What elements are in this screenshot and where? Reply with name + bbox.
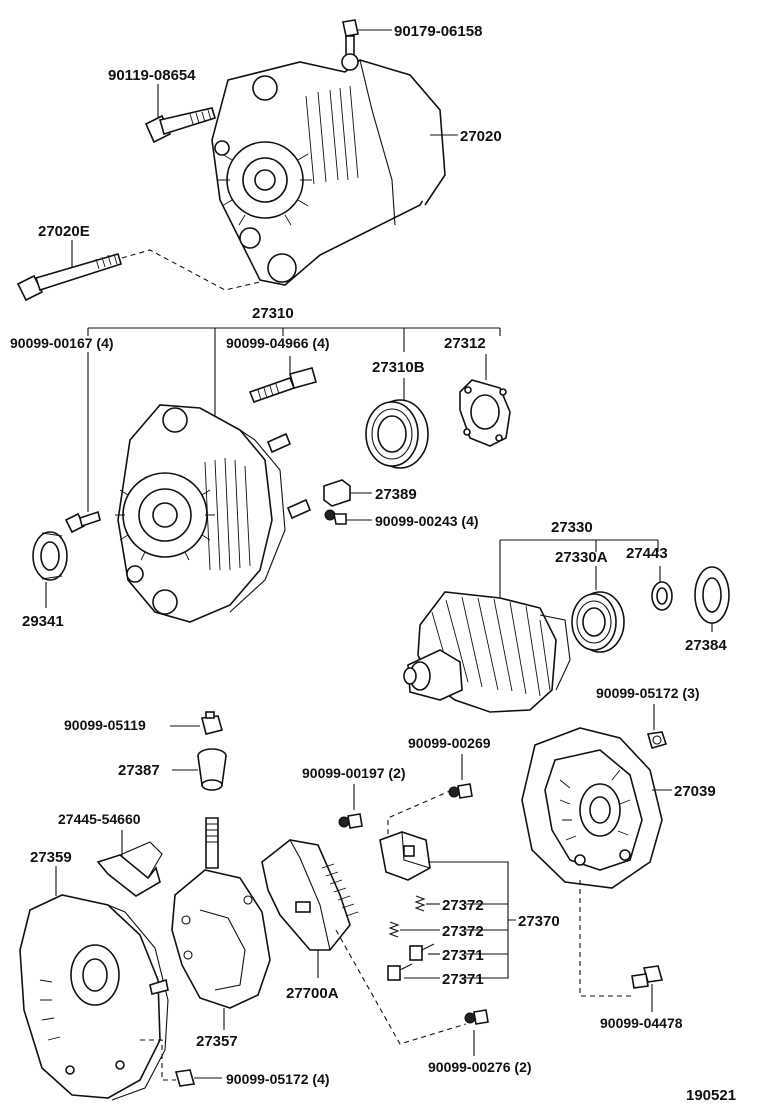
label-27372-a: 27372: [442, 897, 484, 914]
bracket-27445-54660[interactable]: [96, 841, 163, 897]
label-27330A: 27330A: [555, 549, 608, 566]
label-27389: 27389: [375, 486, 417, 503]
rear-cover-27359[interactable]: [19, 894, 169, 1101]
label-27020: 27020: [460, 128, 502, 145]
screw-90099-00167[interactable]: [64, 510, 101, 534]
label-27372-b: 27372: [442, 923, 484, 940]
bolt-90099-04478[interactable]: [631, 965, 664, 989]
insulator-27387[interactable]: [197, 748, 227, 791]
voltage-regulator-27700A[interactable]: [261, 839, 359, 951]
label-90099-00269: 90099-00269: [408, 735, 491, 751]
cover-27384[interactable]: [694, 566, 730, 624]
retainer-plate-27312[interactable]: [459, 379, 511, 447]
label-27330: 27330: [551, 519, 593, 536]
drive-end-frame[interactable]: [115, 404, 312, 623]
screw-90099-00197[interactable]: [338, 813, 363, 829]
label-90099-00243: 90099-00243 (4): [375, 513, 479, 529]
label-90099-00167: 90099-00167 (4): [10, 335, 114, 351]
terminal-nut-90179-06158[interactable]: [341, 19, 359, 71]
label-90099-00197: 90099-00197 (2): [302, 765, 406, 781]
diagram-id: 190521: [686, 1087, 736, 1104]
rotor-27330[interactable]: [403, 591, 571, 713]
ring-27443[interactable]: [651, 581, 673, 611]
label-90119-08654: 90119-08654: [108, 67, 196, 84]
screw-90099-00269[interactable]: [448, 783, 473, 799]
stud-bolt-90099-04966[interactable]: [248, 367, 317, 404]
label-27359: 27359: [30, 849, 72, 866]
bearing-27330A[interactable]: [571, 591, 625, 653]
spring-27372-b[interactable]: [388, 921, 400, 938]
brush-holder-27370[interactable]: [379, 831, 431, 881]
label-27371-a: 27371: [442, 947, 484, 964]
rectifier-end-frame-27039[interactable]: [521, 727, 663, 889]
label-27443: 27443: [626, 545, 668, 562]
label-27312: 27312: [444, 335, 486, 352]
cover-27389[interactable]: [323, 479, 351, 507]
bearing-27310B[interactable]: [365, 399, 429, 469]
brush-27371-a[interactable]: [409, 943, 435, 961]
label-90099-04966: 90099-04966 (4): [226, 335, 330, 351]
spring-27372-a[interactable]: [414, 895, 426, 912]
label-90099-05172-4: 90099-05172 (4): [226, 1071, 330, 1087]
label-27371-b: 27371: [442, 971, 484, 988]
through-bolt-27020E[interactable]: [16, 253, 122, 302]
label-27039: 27039: [674, 783, 716, 800]
label-90099-05119: 90099-05119: [64, 717, 146, 733]
rectifier-holder-27357[interactable]: [171, 817, 271, 1009]
brush-27371-b[interactable]: [387, 963, 413, 981]
label-27357: 27357: [196, 1033, 238, 1050]
label-90099-05172-3: 90099-05172 (3): [596, 685, 700, 701]
label-27700A: 27700A: [286, 985, 339, 1002]
label-27387: 27387: [118, 762, 160, 779]
label-29341: 29341: [22, 613, 64, 630]
label-27310B: 27310B: [372, 359, 425, 376]
label-90179-06158: 90179-06158: [394, 23, 482, 40]
alternator-assembly[interactable]: [211, 59, 446, 286]
label-27370: 27370: [518, 913, 560, 930]
bolt-90119-08654[interactable]: [144, 107, 216, 144]
nut-90099-05119[interactable]: [201, 711, 223, 735]
label-27020E: 27020E: [38, 223, 90, 240]
nut-90099-05172-3[interactable]: [646, 731, 668, 749]
nut-90099-05172-4[interactable]: [174, 1069, 196, 1087]
label-27384: 27384: [685, 637, 727, 654]
label-90099-04478: 90099-04478: [600, 1015, 683, 1031]
screw-90099-00276[interactable]: [464, 1009, 489, 1025]
label-27445-54660: 27445-54660: [58, 811, 141, 827]
label-90099-00276: 90099-00276 (2): [428, 1059, 532, 1075]
seal-29341[interactable]: [32, 531, 68, 581]
screw-90099-00243[interactable]: [324, 509, 347, 525]
label-27310: 27310: [252, 305, 294, 322]
